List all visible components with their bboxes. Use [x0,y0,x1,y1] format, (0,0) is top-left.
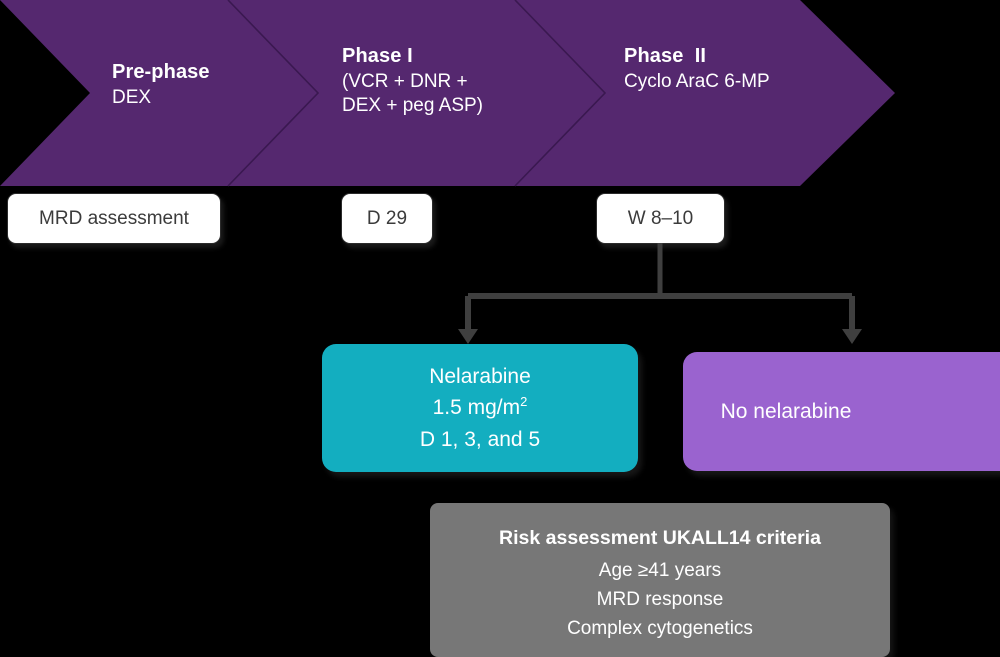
risk-assessment-box: Risk assessment UKALL14 criteria Age ≥41… [430,503,890,657]
phase-line-pre-phase-0: DEX [112,86,152,108]
outcome-box-nelarabine: Nelarabine 1.5 mg/m2 D 1, 3, and 5 [322,344,638,472]
outcome-line-no-nelarabine-0: No nelarabine [720,399,852,423]
phase-line-phase-2-0: Cyclo AraC 6-MP [624,70,770,92]
outcome-line-nelarabine-0: Nelarabine [429,365,531,389]
assessment-label-d29: D 29 [366,207,408,229]
phase-block-pre-phase: Pre-phase DEX [112,60,210,110]
banner-divider-1 [227,0,320,187]
connector-arrowhead-left [458,329,478,344]
outcome-line-nelarabine-1: 1.5 mg/m2 [433,392,528,423]
risk-assessment-item-0: Age ≥41 years [598,560,722,581]
phase-title-pre-phase: Pre-phase [112,61,210,83]
assessment-label-mrd-assessment: MRD assessment [39,207,189,229]
outcome-line-nelarabine-2: D 1, 3, and 5 [419,427,541,451]
banner-divider-2 [514,0,607,187]
assessment-box-w8-10: W 8–10 [596,193,725,244]
phase-block-phase-1: Phase I (VCR + DNR + DEX + peg ASP) [342,44,483,118]
phase-block-phase-2: Phase II Cyclo AraC 6-MP [624,44,770,94]
assessment-label-w8-10: W 8–10 [627,207,694,229]
assessment-box-d29: D 29 [341,193,433,244]
risk-assessment-title: Risk assessment UKALL14 criteria [499,527,821,549]
branch-connector [458,243,862,344]
phase-title-phase-1: Phase I [342,45,413,67]
phase-banner: Pre-phase DEX Phase I (VCR + DNR + DEX +… [0,0,896,187]
phase-line-phase-1-0: (VCR + DNR + [342,70,468,92]
outcome-dose-superscript: 2 [520,394,528,410]
outcome-dose-value: 1.5 mg/m [432,396,521,420]
risk-assessment-item-1: MRD response [596,588,724,610]
phase-line-phase-1-1: DEX + peg ASP) [342,94,483,116]
banner-body [0,0,895,186]
assessment-box-mrd-assessment: MRD assessment [7,193,221,244]
phase-banner-shape [0,0,895,187]
phase-title-phase-2: Phase II [624,45,707,67]
outcome-box-no-nelarabine: No nelarabine [683,352,1000,471]
connector-arrowhead-right [842,329,862,344]
risk-assessment-item-2: Complex cytogenetics [567,617,753,639]
